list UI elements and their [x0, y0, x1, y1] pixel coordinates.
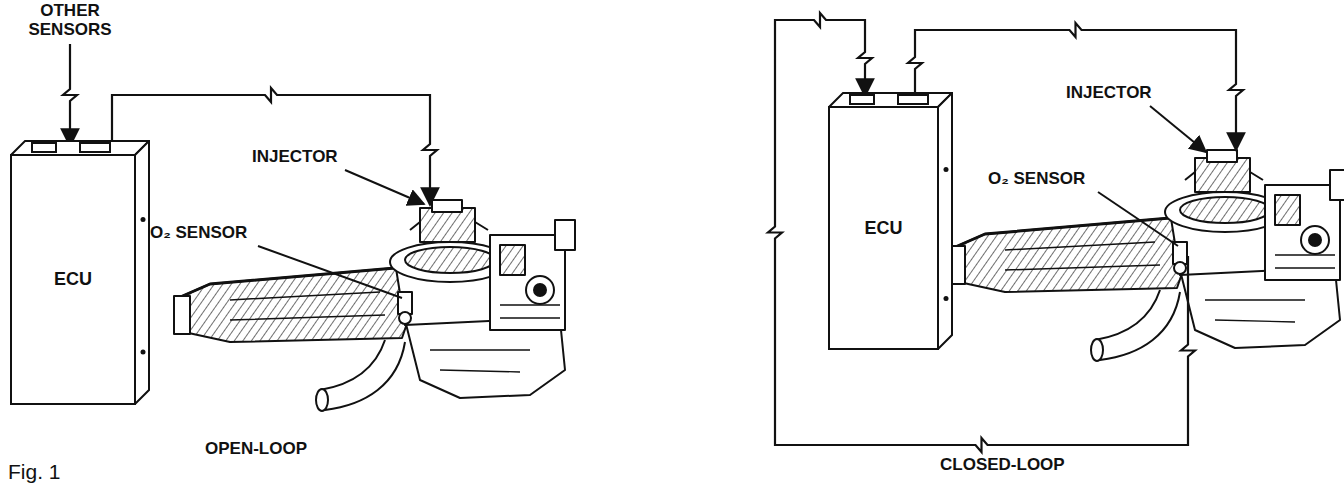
signal-wire	[63, 44, 77, 146]
sensor-label: OTHER SENSORS	[15, 2, 125, 39]
leader-line	[1098, 192, 1178, 246]
part-label: O₂ SENSOR	[150, 224, 247, 243]
leader-line	[345, 170, 424, 204]
panel-caption: CLOSED-LOOP	[940, 456, 1065, 475]
signal-wire	[908, 23, 1243, 150]
ecu-label: ECU	[864, 218, 902, 239]
part-label: INJECTOR	[252, 148, 338, 167]
figure-number: Fig. 1	[8, 460, 61, 483]
ecu-box: ECU	[10, 140, 150, 405]
leader-line	[1150, 106, 1206, 152]
part-label: O₂ SENSOR	[988, 170, 1085, 189]
signal-wire	[768, 13, 1195, 452]
engine-illustration	[949, 150, 1344, 361]
part-label: INJECTOR	[1066, 84, 1152, 103]
ecu-box: ECU	[828, 92, 953, 350]
signal-wire	[112, 88, 437, 205]
ecu-label: ECU	[54, 269, 92, 290]
panel-caption: OPEN-LOOP	[205, 440, 307, 459]
leader-line	[258, 246, 402, 298]
